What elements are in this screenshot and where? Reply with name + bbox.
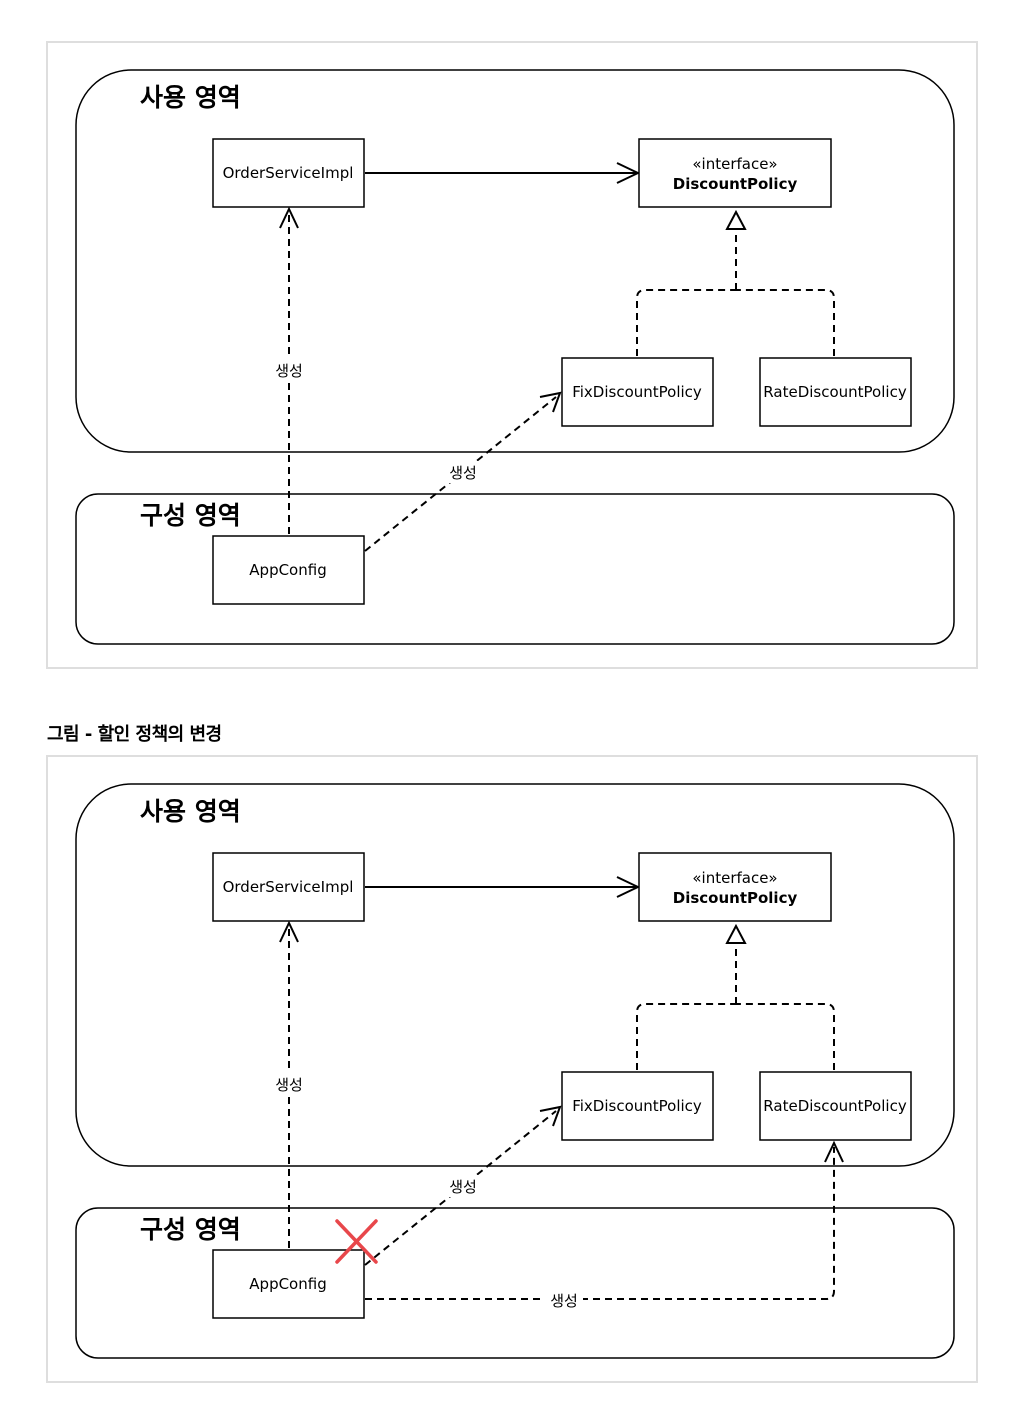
order-service-impl-box xyxy=(212,138,365,208)
rate-discount-policy-box xyxy=(759,357,912,427)
app-config-label: AppConfig xyxy=(249,561,326,579)
create-fix-label: 생성 xyxy=(449,464,477,482)
rate-discount-policy-box xyxy=(759,1071,912,1141)
create-fix-label-bg xyxy=(444,1175,482,1197)
create-fix-arrowhead xyxy=(539,391,562,413)
usage-region xyxy=(75,69,955,453)
realization-fix-line xyxy=(636,289,736,356)
diagram-frame-before: 사용 영역 구성 영역 생성 생성 OrderServiceImpl «inte… xyxy=(46,41,978,669)
order-service-impl-label: OrderServiceImpl xyxy=(223,164,354,182)
create-rate-arrowhead xyxy=(824,1140,844,1163)
config-region-title: 구성 영역 xyxy=(140,501,241,530)
fix-discount-policy-label: FixDiscountPolicy xyxy=(572,383,702,401)
fix-discount-policy-box xyxy=(561,1071,714,1141)
create-order-label: 생성 xyxy=(275,1076,303,1094)
diagram-frame-after: 사용 영역 구성 영역 생성 생성 생성 OrderServiceImpl «i… xyxy=(46,755,978,1383)
discount-policy-label: DiscountPolicy xyxy=(673,889,798,907)
realization-triangle xyxy=(725,923,747,944)
discount-policy-label: DiscountPolicy xyxy=(673,175,798,193)
create-order-arrowhead xyxy=(279,206,299,229)
figure-caption: 그림 - 할인 정책의 변경 xyxy=(47,724,222,745)
config-region-title: 구성 영역 xyxy=(140,1215,241,1244)
realization-fix-line xyxy=(636,1003,736,1070)
create-order-label-bg xyxy=(270,359,308,381)
fix-discount-policy-box xyxy=(561,357,714,427)
create-fix-label: 생성 xyxy=(449,1178,477,1196)
create-fix-arrowhead xyxy=(539,1105,562,1127)
order-service-impl-box xyxy=(212,852,365,922)
create-rate-label-bg xyxy=(545,1289,583,1311)
usage-region xyxy=(75,783,955,1167)
removed-dependency-x-icon xyxy=(335,1219,378,1264)
realization-rate-line xyxy=(736,289,835,356)
app-config-box xyxy=(212,535,365,605)
rate-discount-policy-label: RateDiscountPolicy xyxy=(763,383,907,401)
association-arrowhead xyxy=(616,876,641,898)
config-region xyxy=(75,493,955,645)
app-config-label: AppConfig xyxy=(249,1275,326,1293)
discount-policy-stereotype: «interface» xyxy=(692,869,777,887)
diagram-canvas-after: 사용 영역 구성 영역 생성 생성 생성 OrderServiceImpl «i… xyxy=(75,783,955,1359)
fix-discount-policy-label: FixDiscountPolicy xyxy=(572,1097,702,1115)
diagram-canvas-before: 사용 영역 구성 영역 생성 생성 OrderServiceImpl «inte… xyxy=(75,69,955,645)
create-order-label-bg xyxy=(270,1073,308,1095)
realization-rate-line xyxy=(736,1003,835,1070)
order-service-impl-label: OrderServiceImpl xyxy=(223,878,354,896)
discount-policy-box xyxy=(638,138,832,208)
create-order-arrowhead xyxy=(279,920,299,943)
create-fix-label-bg xyxy=(444,461,482,483)
usage-region-title: 사용 영역 xyxy=(140,797,241,826)
association-arrowhead xyxy=(616,162,641,184)
discount-policy-stereotype: «interface» xyxy=(692,155,777,173)
create-rate-line xyxy=(365,1147,835,1300)
realization-triangle xyxy=(725,209,747,230)
config-region xyxy=(75,1207,955,1359)
create-rate-label: 생성 xyxy=(550,1292,578,1310)
create-order-label: 생성 xyxy=(275,362,303,380)
usage-region-title: 사용 영역 xyxy=(140,83,241,112)
discount-policy-box xyxy=(638,852,832,922)
rate-discount-policy-label: RateDiscountPolicy xyxy=(763,1097,907,1115)
